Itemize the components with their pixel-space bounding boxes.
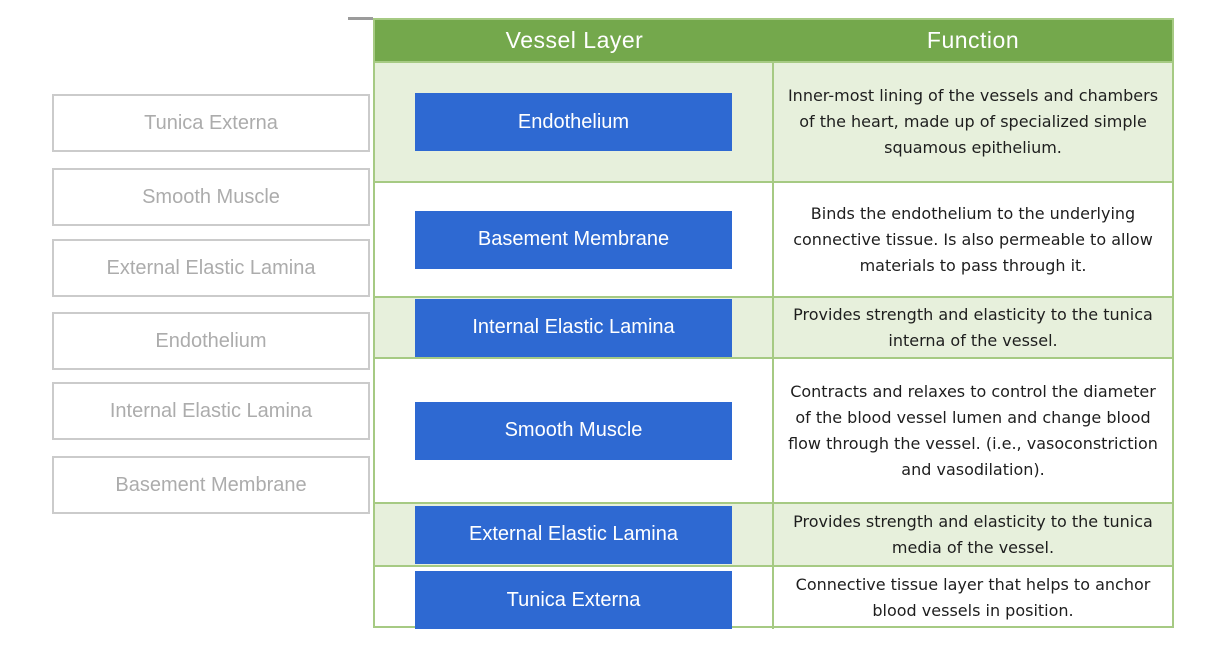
drop-zone-row-2[interactable]: Basement Membrane bbox=[375, 183, 774, 298]
function-text: Contracts and relaxes to control the dia… bbox=[788, 381, 1158, 479]
function-text: Inner-most lining of the vessels and cha… bbox=[787, 86, 1159, 157]
answer-chip-tunica-externa[interactable]: Tunica Externa bbox=[415, 571, 732, 629]
drop-zone-row-4[interactable]: Smooth Muscle bbox=[375, 359, 774, 504]
answer-chip-internal-elastic-lamina[interactable]: Internal Elastic Lamina bbox=[415, 298, 732, 357]
drop-zone-row-5[interactable]: External Elastic Lamina bbox=[375, 504, 774, 567]
function-cell-row-1: Inner-most lining of the vessels and cha… bbox=[774, 63, 1172, 183]
vessel-function-table: Vessel Layer Function Endothelium Inner-… bbox=[373, 18, 1174, 629]
column-header-function: Function bbox=[774, 20, 1172, 63]
drag-tile-internal-elastic-lamina[interactable]: Internal Elastic Lamina bbox=[52, 382, 370, 440]
drop-zone-row-3[interactable]: Internal Elastic Lamina bbox=[375, 298, 774, 359]
function-cell-row-2: Binds the endothelium to the underlying … bbox=[774, 183, 1172, 298]
drop-zone-row-6[interactable]: Tunica Externa bbox=[375, 567, 774, 629]
answer-chip-external-elastic-lamina[interactable]: External Elastic Lamina bbox=[415, 505, 732, 564]
divider-dash bbox=[348, 17, 373, 20]
function-cell-row-4: Contracts and relaxes to control the dia… bbox=[774, 359, 1172, 504]
drag-tile-tunica-externa[interactable]: Tunica Externa bbox=[52, 94, 370, 152]
drag-tile-endothelium[interactable]: Endothelium bbox=[52, 312, 370, 370]
drag-tile-smooth-muscle[interactable]: Smooth Muscle bbox=[52, 168, 370, 226]
answer-chip-smooth-muscle[interactable]: Smooth Muscle bbox=[415, 401, 732, 460]
function-text: Provides strength and elasticity to the … bbox=[793, 511, 1153, 557]
function-cell-row-6: Connective tissue layer that helps to an… bbox=[774, 567, 1172, 629]
function-text: Provides strength and elasticity to the … bbox=[793, 304, 1153, 350]
drag-tile-basement-membrane[interactable]: Basement Membrane bbox=[52, 456, 370, 514]
column-header-vessel-layer: Vessel Layer bbox=[375, 20, 774, 63]
function-text: Connective tissue layer that helps to an… bbox=[795, 575, 1151, 620]
drop-zone-row-1[interactable]: Endothelium bbox=[375, 63, 774, 183]
function-text: Binds the endothelium to the underlying … bbox=[793, 203, 1153, 275]
function-cell-row-3: Provides strength and elasticity to the … bbox=[774, 298, 1172, 359]
function-cell-row-5: Provides strength and elasticity to the … bbox=[774, 504, 1172, 567]
answer-chip-endothelium[interactable]: Endothelium bbox=[415, 93, 732, 151]
drag-tile-external-elastic-lamina[interactable]: External Elastic Lamina bbox=[52, 239, 370, 297]
answer-chip-basement-membrane[interactable]: Basement Membrane bbox=[415, 210, 732, 269]
